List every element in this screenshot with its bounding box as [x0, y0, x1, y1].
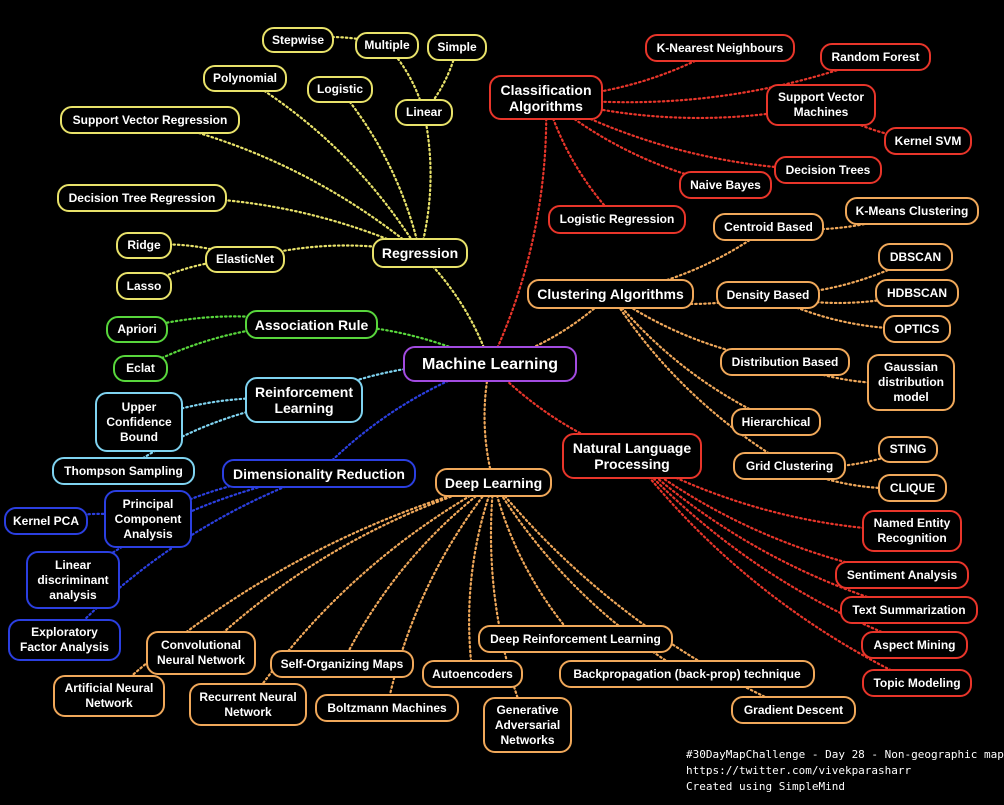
apriori-node[interactable]: Apriori: [106, 316, 168, 343]
autoencoders-node[interactable]: Autoencoders: [422, 660, 523, 688]
dimensionality-reduction-node[interactable]: Dimensionality Reduction: [222, 459, 416, 488]
ridge-node[interactable]: Ridge: [116, 232, 172, 259]
aspect-mining-node[interactable]: Aspect Mining: [861, 631, 968, 659]
association-rule-node[interactable]: Association Rule: [245, 310, 378, 339]
drl-node[interactable]: Deep Reinforcement Learning: [478, 625, 673, 653]
density-based-node[interactable]: Density Based: [716, 281, 820, 309]
regression-node[interactable]: Regression: [372, 238, 468, 268]
clique-node[interactable]: CLIQUE: [878, 474, 947, 502]
hierarchical-node[interactable]: Hierarchical: [731, 408, 821, 436]
footer-line-1: #30DayMapChallenge - Day 28 - Non-geogra…: [686, 748, 1004, 761]
classification-algorithms-node[interactable]: Classification Algorithms: [489, 75, 603, 120]
logistic-regression-node[interactable]: Logistic Regression: [548, 205, 686, 234]
sentiment-analysis-node[interactable]: Sentiment Analysis: [835, 561, 969, 589]
multiple-node[interactable]: Multiple: [355, 32, 419, 59]
cnn-node[interactable]: Convolutional Neural Network: [146, 631, 256, 675]
svr-node[interactable]: Support Vector Regression: [60, 106, 240, 134]
connector-reg-linear: [418, 111, 432, 255]
random-forest-node[interactable]: Random Forest: [820, 43, 931, 71]
connector-dl-bp: [492, 481, 689, 676]
ann-node[interactable]: Artificial Neural Network: [53, 675, 165, 717]
stepwise-node[interactable]: Stepwise: [262, 27, 334, 53]
backprop-node[interactable]: Backpropagation (back-prop) technique: [559, 660, 815, 688]
deep-learning-node[interactable]: Deep Learning: [435, 468, 552, 497]
topic-modeling-node[interactable]: Topic Modeling: [862, 669, 972, 697]
ucb-node[interactable]: Upper Confidence Bound: [95, 392, 183, 452]
logistic-node[interactable]: Logistic: [307, 76, 373, 103]
gradient-descent-node[interactable]: Gradient Descent: [731, 696, 856, 724]
connector-dl-drl: [492, 481, 577, 641]
clustering-algorithms-node[interactable]: Clustering Algorithms: [527, 279, 694, 309]
gan-node[interactable]: Generative Adversarial Networks: [483, 697, 572, 753]
linear-node[interactable]: Linear: [395, 99, 453, 126]
gaussian-model-node[interactable]: Gaussian distribution model: [867, 354, 955, 411]
distribution-based-node[interactable]: Distribution Based: [720, 348, 850, 376]
connector-dl-auto: [468, 481, 495, 676]
footer-line-2: https://twitter.com/vivekparasharr: [686, 764, 912, 777]
connector-nlp-aspect: [630, 454, 916, 647]
optics-node[interactable]: OPTICS: [883, 315, 951, 343]
reinforcement-learning-node[interactable]: Reinforcement Learning: [245, 377, 363, 423]
lasso-node[interactable]: Lasso: [116, 272, 172, 300]
knn-node[interactable]: K-Nearest Neighbours: [645, 34, 795, 62]
connector-root-cls: [488, 96, 548, 366]
connector-clu-gridc: [609, 292, 791, 468]
connector-reg-logistic: [338, 88, 422, 255]
grid-clustering-node[interactable]: Grid Clustering: [733, 452, 846, 480]
kernel-pca-node[interactable]: Kernel PCA: [4, 507, 88, 535]
boltzmann-node[interactable]: Boltzmann Machines: [315, 694, 459, 722]
connector-dl-gan: [489, 481, 529, 727]
kmeans-node[interactable]: K-Means Clustering: [845, 197, 979, 225]
root-node[interactable]: Machine Learning: [403, 346, 577, 382]
nlp-node[interactable]: Natural Language Processing: [562, 433, 702, 479]
polynomial-node[interactable]: Polynomial: [203, 65, 287, 92]
naive-bayes-node[interactable]: Naive Bayes: [679, 171, 772, 199]
dtr-node[interactable]: Decision Tree Regression: [57, 184, 227, 212]
ner-node[interactable]: Named Entity Recognition: [862, 510, 962, 552]
simple-node[interactable]: Simple: [427, 34, 487, 61]
som-node[interactable]: Self-Organizing Maps: [270, 650, 414, 678]
connector-root-dr: [317, 362, 492, 475]
pca-node[interactable]: Principal Component Analysis: [104, 490, 192, 548]
footer-credits: #30DayMapChallenge - Day 28 - Non-geogra…: [686, 747, 1004, 795]
kernel-svm-node[interactable]: Kernel SVM: [884, 127, 972, 155]
dbscan-node[interactable]: DBSCAN: [878, 243, 953, 271]
decision-trees-node[interactable]: Decision Trees: [774, 156, 882, 184]
text-summarization-node[interactable]: Text Summarization: [840, 596, 978, 624]
sting-node[interactable]: STING: [878, 436, 938, 463]
hdbscan-node[interactable]: HDBSCAN: [875, 279, 959, 307]
connector-reg-svr: [148, 118, 422, 255]
connector-nlp-topic: [630, 454, 919, 685]
elasticnet-node[interactable]: ElasticNet: [205, 246, 285, 273]
connector-reg-poly: [243, 77, 422, 255]
rnn-node[interactable]: Recurrent Neural Network: [189, 683, 307, 726]
svm-node[interactable]: Support Vector Machines: [766, 84, 876, 126]
connector-dl-som: [340, 481, 495, 666]
footer-line-3: Created using SimpleMind: [686, 780, 845, 793]
thompson-sampling-node[interactable]: Thompson Sampling: [52, 457, 195, 485]
efa-node[interactable]: Exploratory Factor Analysis: [8, 619, 121, 661]
lda-node[interactable]: Linear discriminant analysis: [26, 551, 120, 609]
eclat-node[interactable]: Eclat: [113, 355, 168, 382]
centroid-based-node[interactable]: Centroid Based: [713, 213, 824, 241]
